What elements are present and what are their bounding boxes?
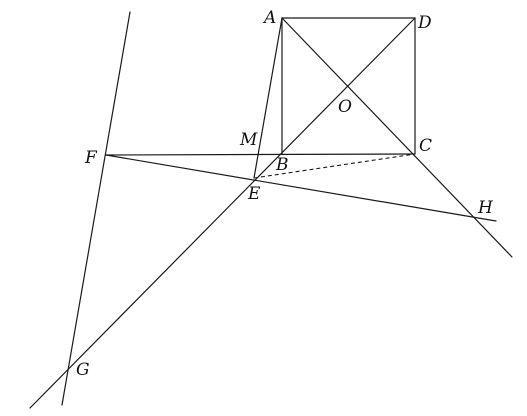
label-point-m: M	[239, 130, 258, 150]
label-point-d: D	[417, 13, 432, 33]
segment-a-e	[253, 17, 283, 179]
label-point-o: O	[338, 97, 352, 117]
label-point-g: G	[76, 360, 90, 380]
label-point-b: B	[275, 155, 289, 175]
segment-a-c-extended	[281, 17, 513, 258]
label-point-h: H	[477, 198, 494, 218]
label-point-a: A	[262, 8, 276, 28]
segment-d-g-extended	[29, 17, 416, 409]
segment-f-h	[105, 154, 497, 222]
segment-f-c	[105, 153, 416, 156]
line-f-g	[61, 11, 131, 406]
label-point-c: C	[419, 136, 432, 156]
label-point-e: E	[247, 184, 261, 204]
label-point-f: F	[84, 148, 98, 168]
dashed-segment-e-c	[253, 153, 416, 179]
